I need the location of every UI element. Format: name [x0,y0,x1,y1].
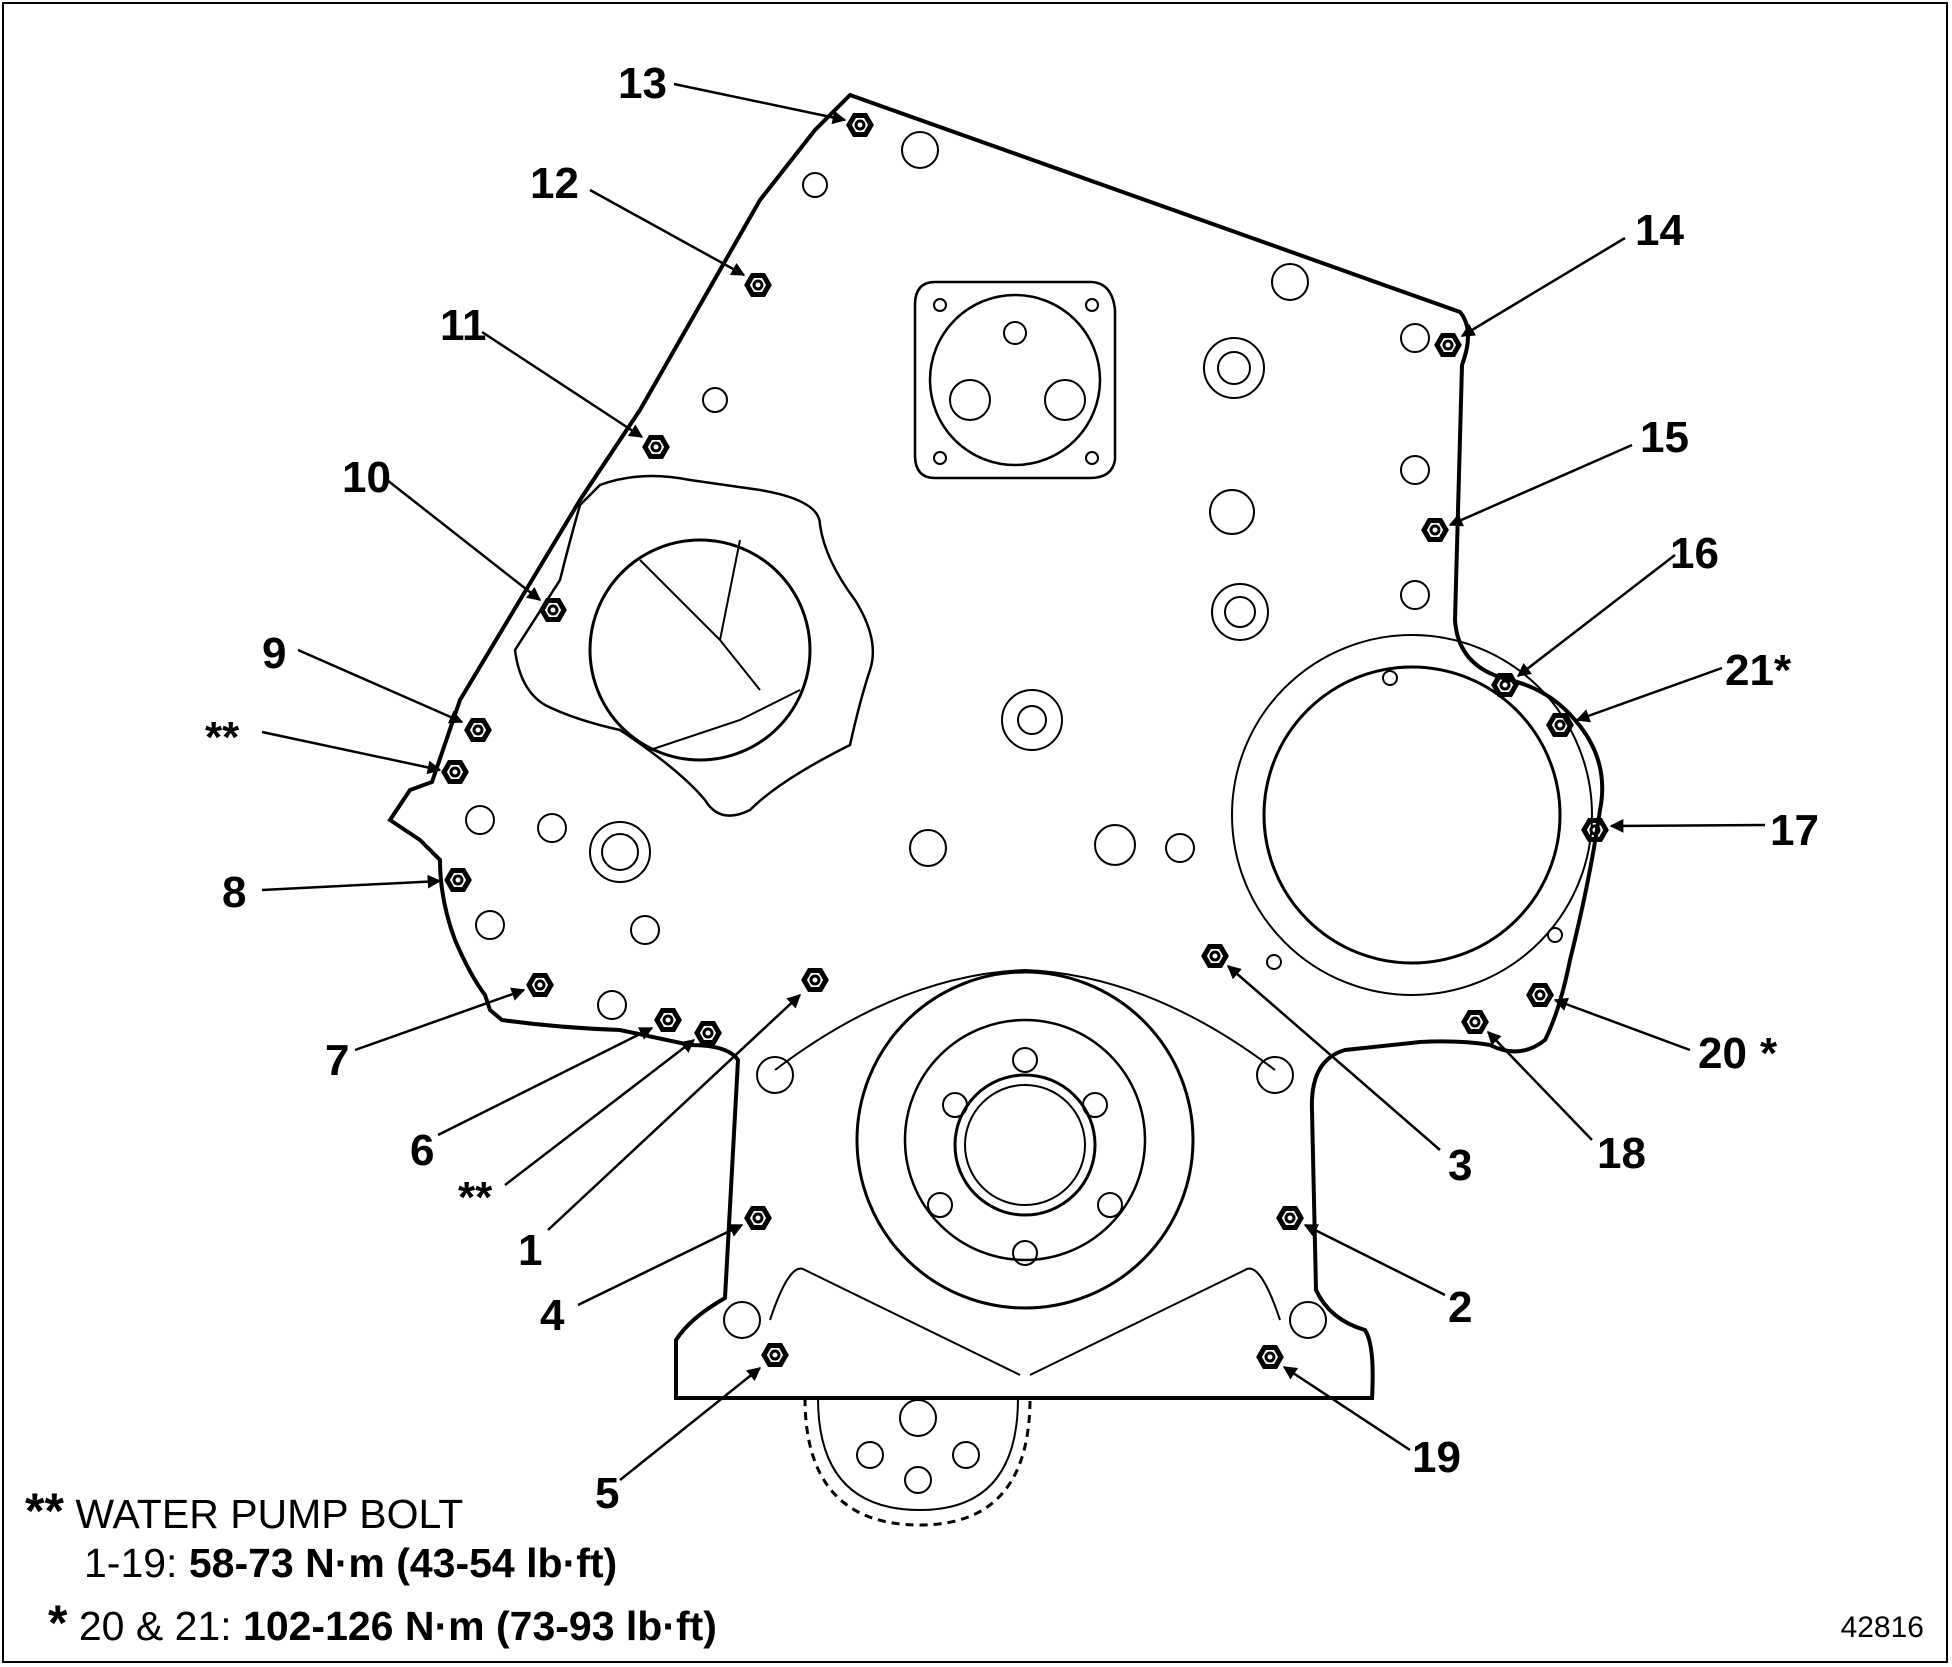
bolt-5 [764,1346,786,1365]
leader-10 [386,479,542,601]
callout-20-mark: * [1760,1029,1778,1078]
leader-15 [1448,443,1633,527]
single-asterisk-mark: * [48,1595,68,1651]
cover-outline [387,92,1605,1400]
bolt-water-pump-lower [697,1024,719,1043]
top-pump-flange [913,280,1117,480]
bolt-9 [467,721,489,740]
bolt-4 [747,1209,769,1228]
callout-16: 16 [1670,529,1719,578]
callout-4: 4 [540,1291,565,1340]
bolt-11 [645,438,667,457]
bolt-10 [542,601,564,620]
callout-18: 18 [1597,1129,1646,1178]
callout-15: 15 [1640,413,1689,462]
right-gear-opening [1262,665,1562,965]
leader-19 [1282,1365,1411,1452]
leader-20 [1553,997,1691,1052]
figure-number: 42816 [1840,1611,1924,1644]
leader-16 [1516,554,1676,677]
leader-6 [437,1026,654,1137]
leader-9 [297,648,464,724]
leader-3 [1226,965,1441,1151]
leader-1 [547,994,802,1231]
bolt-2 [1279,1209,1301,1228]
oil-pump-gear [803,1397,1032,1527]
bolt-water-pump-upper [444,763,466,782]
legend-line-3: * 20 & 21: 102-126 N·m (73-93 lb·ft) [48,1594,717,1652]
leader-21 [1575,666,1723,723]
bolt-3 [1204,947,1226,966]
callout-3: 3 [1448,1141,1472,1190]
callout-water-pump-upper: ** [205,713,240,762]
callout-water-pump-lower: ** [458,1173,493,1222]
torque-range-20-21: 20 & 21: [78,1603,232,1649]
callout-8: 8 [222,868,246,917]
leader-11 [481,330,644,439]
legend-line-1: ** WATER PUMP BOLT [25,1482,463,1540]
callout-1: 1 [518,1226,542,1275]
leader-8 [261,874,442,892]
upper-left-flange [513,474,875,817]
callout-19: 19 [1412,1433,1461,1482]
callout-13: 13 [618,59,667,108]
bolt-8 [447,871,469,890]
torque-value-20-21: 102-126 N·m (73-93 lb·ft) [243,1603,717,1649]
leader-4 [577,1223,744,1307]
leader-18 [1487,1031,1593,1141]
bolt-18 [1464,1013,1486,1032]
bolt-7 [529,976,551,995]
leader-2 [1303,1223,1446,1297]
double-asterisk-mark: ** [25,1483,64,1539]
callout-7: 7 [325,1036,349,1085]
leader-12 [589,188,746,277]
leader-13 [673,82,847,125]
leader-14 [1460,236,1626,338]
bolt-1 [804,971,826,990]
callout-20: 20 [1698,1029,1747,1078]
water-pump-bolt-label: WATER PUMP BOLT [75,1491,464,1537]
callout-9: 9 [262,629,286,678]
callout-14: 14 [1635,206,1684,255]
bolt-13 [849,116,871,135]
callout-5: 5 [595,1469,619,1518]
torque-range-1-19: 1-19: [84,1540,178,1586]
torque-value-1-19: 58-73 N·m (43-54 lb·ft) [188,1540,618,1586]
bolt-6 [657,1011,679,1030]
crank-seal-outer [855,970,1195,1310]
callout-17: 17 [1770,806,1819,855]
leader-water-pump-lower [504,1039,696,1186]
callout-12: 12 [530,159,579,208]
legend-line-2: 1-19: 58-73 N·m (43-54 lb·ft) [84,1540,617,1587]
callout-6: 6 [410,1126,434,1175]
callout-10: 10 [342,453,391,502]
callout-11: 11 [440,301,487,350]
bolt-19 [1259,1348,1281,1367]
leader-5 [619,1367,762,1481]
callout-2: 2 [1448,1283,1472,1332]
bolt-12 [747,276,769,295]
callout-21: 21* [1725,646,1792,695]
leader-17 [1609,819,1766,833]
leader-7 [354,987,526,1052]
leader-water-pump-upper [261,730,442,775]
bolt-20 [1529,986,1551,1005]
bolt-14 [1437,336,1459,355]
leader-layer [261,82,1766,1481]
bolt-15 [1424,521,1446,540]
